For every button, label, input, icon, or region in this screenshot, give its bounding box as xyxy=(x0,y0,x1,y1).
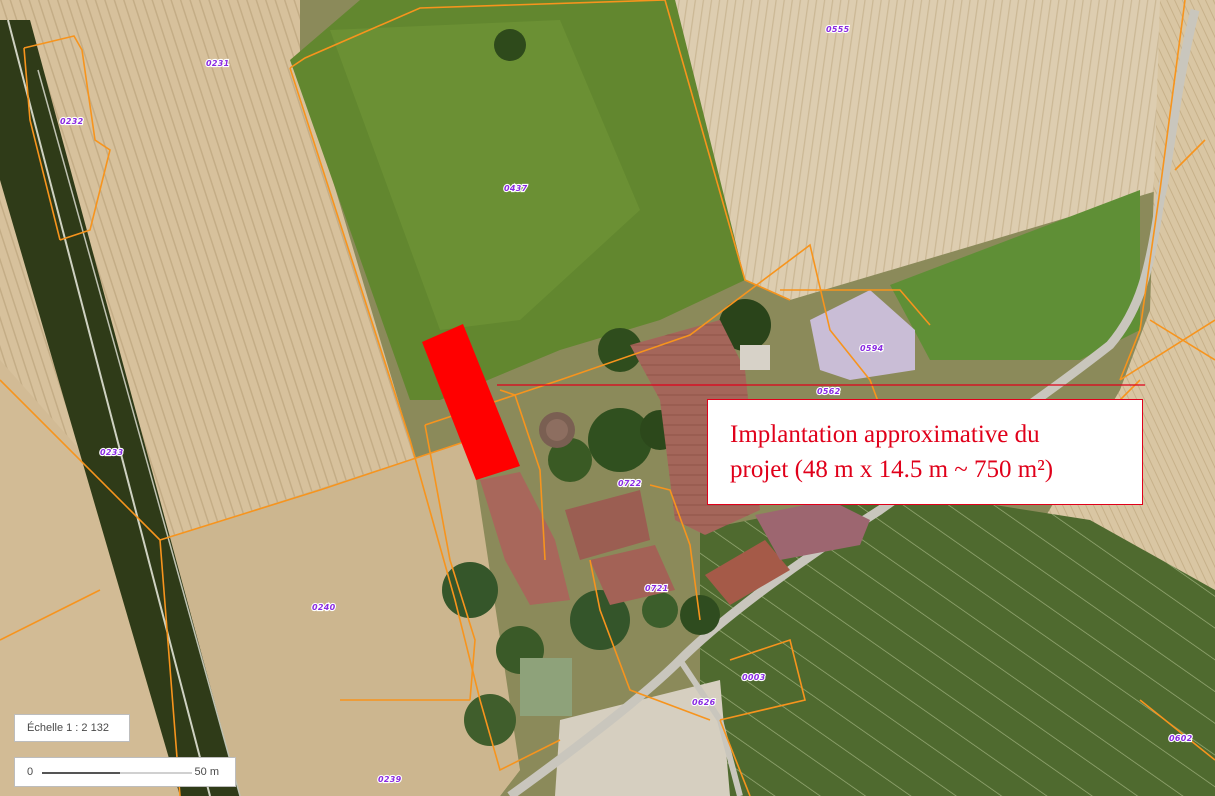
callout-line-1: Implantation approximative du xyxy=(730,421,1040,448)
parcel-label: 0239 xyxy=(378,775,402,784)
parcel-label: 0003 xyxy=(742,673,766,682)
project-footprint[interactable] xyxy=(422,324,520,480)
parcel-label: 0594 xyxy=(860,344,884,353)
parcel-label: 0555 xyxy=(826,25,850,34)
parcel-label: 0231 xyxy=(206,59,229,68)
scale-bar: 0 50 m xyxy=(14,757,236,787)
canal xyxy=(0,19,241,796)
parcel-label: 0437 xyxy=(504,184,528,193)
parcel-label: 0626 xyxy=(692,698,716,707)
parcel-label: 0240 xyxy=(312,603,336,612)
scale-fill xyxy=(42,772,120,774)
callout-line-2: projet (48 m x 14.5 m ~ 750 m²) xyxy=(730,456,1054,483)
scale-end-label: 50 m xyxy=(194,766,219,778)
parcel-labels: 0555 0231 0232 0437 0594 0562 0233 0722 … xyxy=(59,24,1193,785)
parcel-label: 0721 xyxy=(645,584,668,593)
scale-ratio: Échelle 1 : 2 132 xyxy=(14,714,130,742)
scale-track xyxy=(42,772,192,774)
parcel-label: 0232 xyxy=(60,117,84,126)
parcel-label: 0562 xyxy=(817,387,841,396)
buildings xyxy=(480,290,915,716)
project-callout: Implantation approximative du projet (48… xyxy=(707,399,1143,505)
parcel-label: 0722 xyxy=(618,479,642,488)
scale-start-label: 0 xyxy=(27,766,34,778)
parcel-label: 0602 xyxy=(1169,734,1193,743)
parcel-label: 0233 xyxy=(100,448,124,457)
